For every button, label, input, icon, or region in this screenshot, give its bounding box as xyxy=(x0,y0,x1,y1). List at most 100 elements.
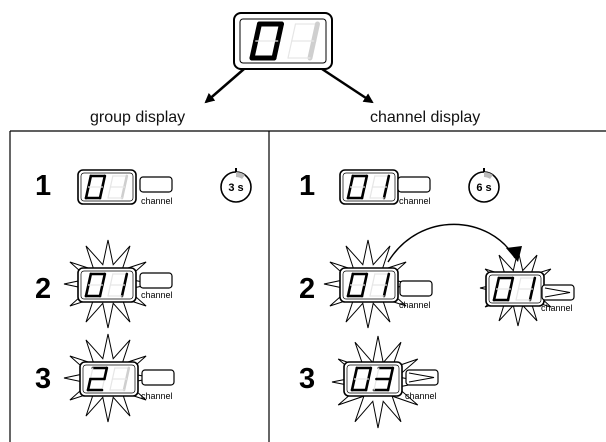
arrow-to-channel-display xyxy=(321,67,374,104)
segment-c xyxy=(120,185,126,200)
arrow-to-group-display xyxy=(204,68,245,104)
group-step-3-channel-label: channel xyxy=(141,391,173,401)
segment-b xyxy=(509,276,515,291)
seven-segment-display xyxy=(77,169,137,205)
seven-segment-display xyxy=(339,169,399,205)
segment-f xyxy=(253,21,262,44)
segment-e xyxy=(109,378,114,391)
panels-frame xyxy=(9,130,606,442)
group-step-2-channel-label: channel xyxy=(141,290,173,300)
segment-f xyxy=(375,367,380,380)
segment-b xyxy=(311,21,320,44)
segment-b xyxy=(363,174,369,189)
segment-c xyxy=(122,377,128,392)
transfer-arrowhead xyxy=(506,246,522,262)
segment-e xyxy=(84,283,90,298)
segment-b xyxy=(125,366,131,381)
segment-f xyxy=(371,273,376,286)
segment-e xyxy=(346,283,352,298)
segment-e xyxy=(515,288,520,301)
channel-indicator-box xyxy=(141,369,175,386)
channel-step-2-channel-label: channel xyxy=(399,300,431,310)
segment-f xyxy=(291,23,297,42)
top-display xyxy=(233,12,333,70)
seven-segment-digit xyxy=(372,366,395,392)
seven-segment-display xyxy=(77,267,137,303)
segment-e xyxy=(249,38,259,61)
segment-e xyxy=(107,284,112,297)
group-step-3-number: 3 xyxy=(35,363,52,395)
seven-segment-digit xyxy=(369,174,391,200)
transfer-arrow xyxy=(387,223,516,263)
seven-segment-display xyxy=(79,361,139,397)
segment-b xyxy=(531,276,537,291)
channel-step-1-number: 1 xyxy=(299,170,316,202)
segment-f xyxy=(353,366,359,381)
segment-e xyxy=(350,377,356,392)
segment-f xyxy=(109,175,114,188)
segment-e xyxy=(492,287,498,302)
channel-indicator-box xyxy=(139,176,173,193)
channel-step-3-number: 3 xyxy=(299,363,316,395)
seven-segment-digit xyxy=(107,272,129,298)
channel-step-3-channel-label: channel xyxy=(405,391,437,401)
seven-segment-digit xyxy=(346,174,369,200)
group-step-2-number: 2 xyxy=(35,273,52,305)
segment-b xyxy=(103,366,109,381)
segment-c xyxy=(386,377,392,392)
segment-f xyxy=(371,175,376,188)
segment-f xyxy=(495,276,501,291)
segment-e xyxy=(86,377,92,392)
seven-segment-digit xyxy=(249,21,284,61)
seven-segment-digit xyxy=(109,366,131,392)
segment-c xyxy=(364,377,370,392)
channel-indicator-box xyxy=(405,369,439,386)
segment-f xyxy=(87,174,93,189)
group-step-1-channel-label: channel xyxy=(141,196,173,206)
segment-b xyxy=(275,21,284,44)
segment-c xyxy=(120,283,126,298)
seven-segment-display xyxy=(343,361,403,397)
segment-b xyxy=(101,272,107,287)
segment-b xyxy=(385,174,391,189)
segment-b xyxy=(385,272,391,287)
seven-segment-digit xyxy=(84,174,107,200)
segment-c xyxy=(506,287,512,302)
top-display-digits xyxy=(249,21,320,61)
segment-b xyxy=(367,366,373,381)
seven-segment-digit xyxy=(287,21,320,61)
segment-f xyxy=(517,277,522,290)
segment-c xyxy=(98,283,104,298)
seven-segment-digit xyxy=(492,276,515,302)
segment-f xyxy=(87,272,93,287)
seven-segment-digit xyxy=(369,272,391,298)
segment-e xyxy=(373,378,378,391)
group-step-1-number: 1 xyxy=(35,170,52,202)
channel-indicator-box xyxy=(399,280,433,297)
segment-c xyxy=(382,283,388,298)
seven-segment-digit xyxy=(86,366,109,392)
segment-f xyxy=(349,174,355,189)
channel-display-label: channel display xyxy=(370,109,481,126)
channel-step-2-number: 2 xyxy=(299,273,316,305)
segment-e xyxy=(369,186,374,199)
seven-segment-digit xyxy=(346,272,369,298)
segment-e xyxy=(84,185,90,200)
segment-c xyxy=(360,185,366,200)
segment-f xyxy=(89,367,94,380)
segment-c xyxy=(307,38,317,61)
segment-c xyxy=(360,283,366,298)
segment-c xyxy=(528,287,534,302)
channel-indicator-box xyxy=(397,176,431,193)
segment-c xyxy=(98,185,104,200)
seven-segment-display xyxy=(485,271,545,307)
timer-6s-icon: 6 s xyxy=(468,168,500,203)
displays xyxy=(77,169,575,397)
segment-e xyxy=(369,284,374,297)
segment-f xyxy=(349,272,355,287)
channel-indicator-box xyxy=(139,272,173,289)
seven-segment-digit xyxy=(84,272,107,298)
segment-f xyxy=(109,273,114,286)
segment-b xyxy=(389,366,395,381)
